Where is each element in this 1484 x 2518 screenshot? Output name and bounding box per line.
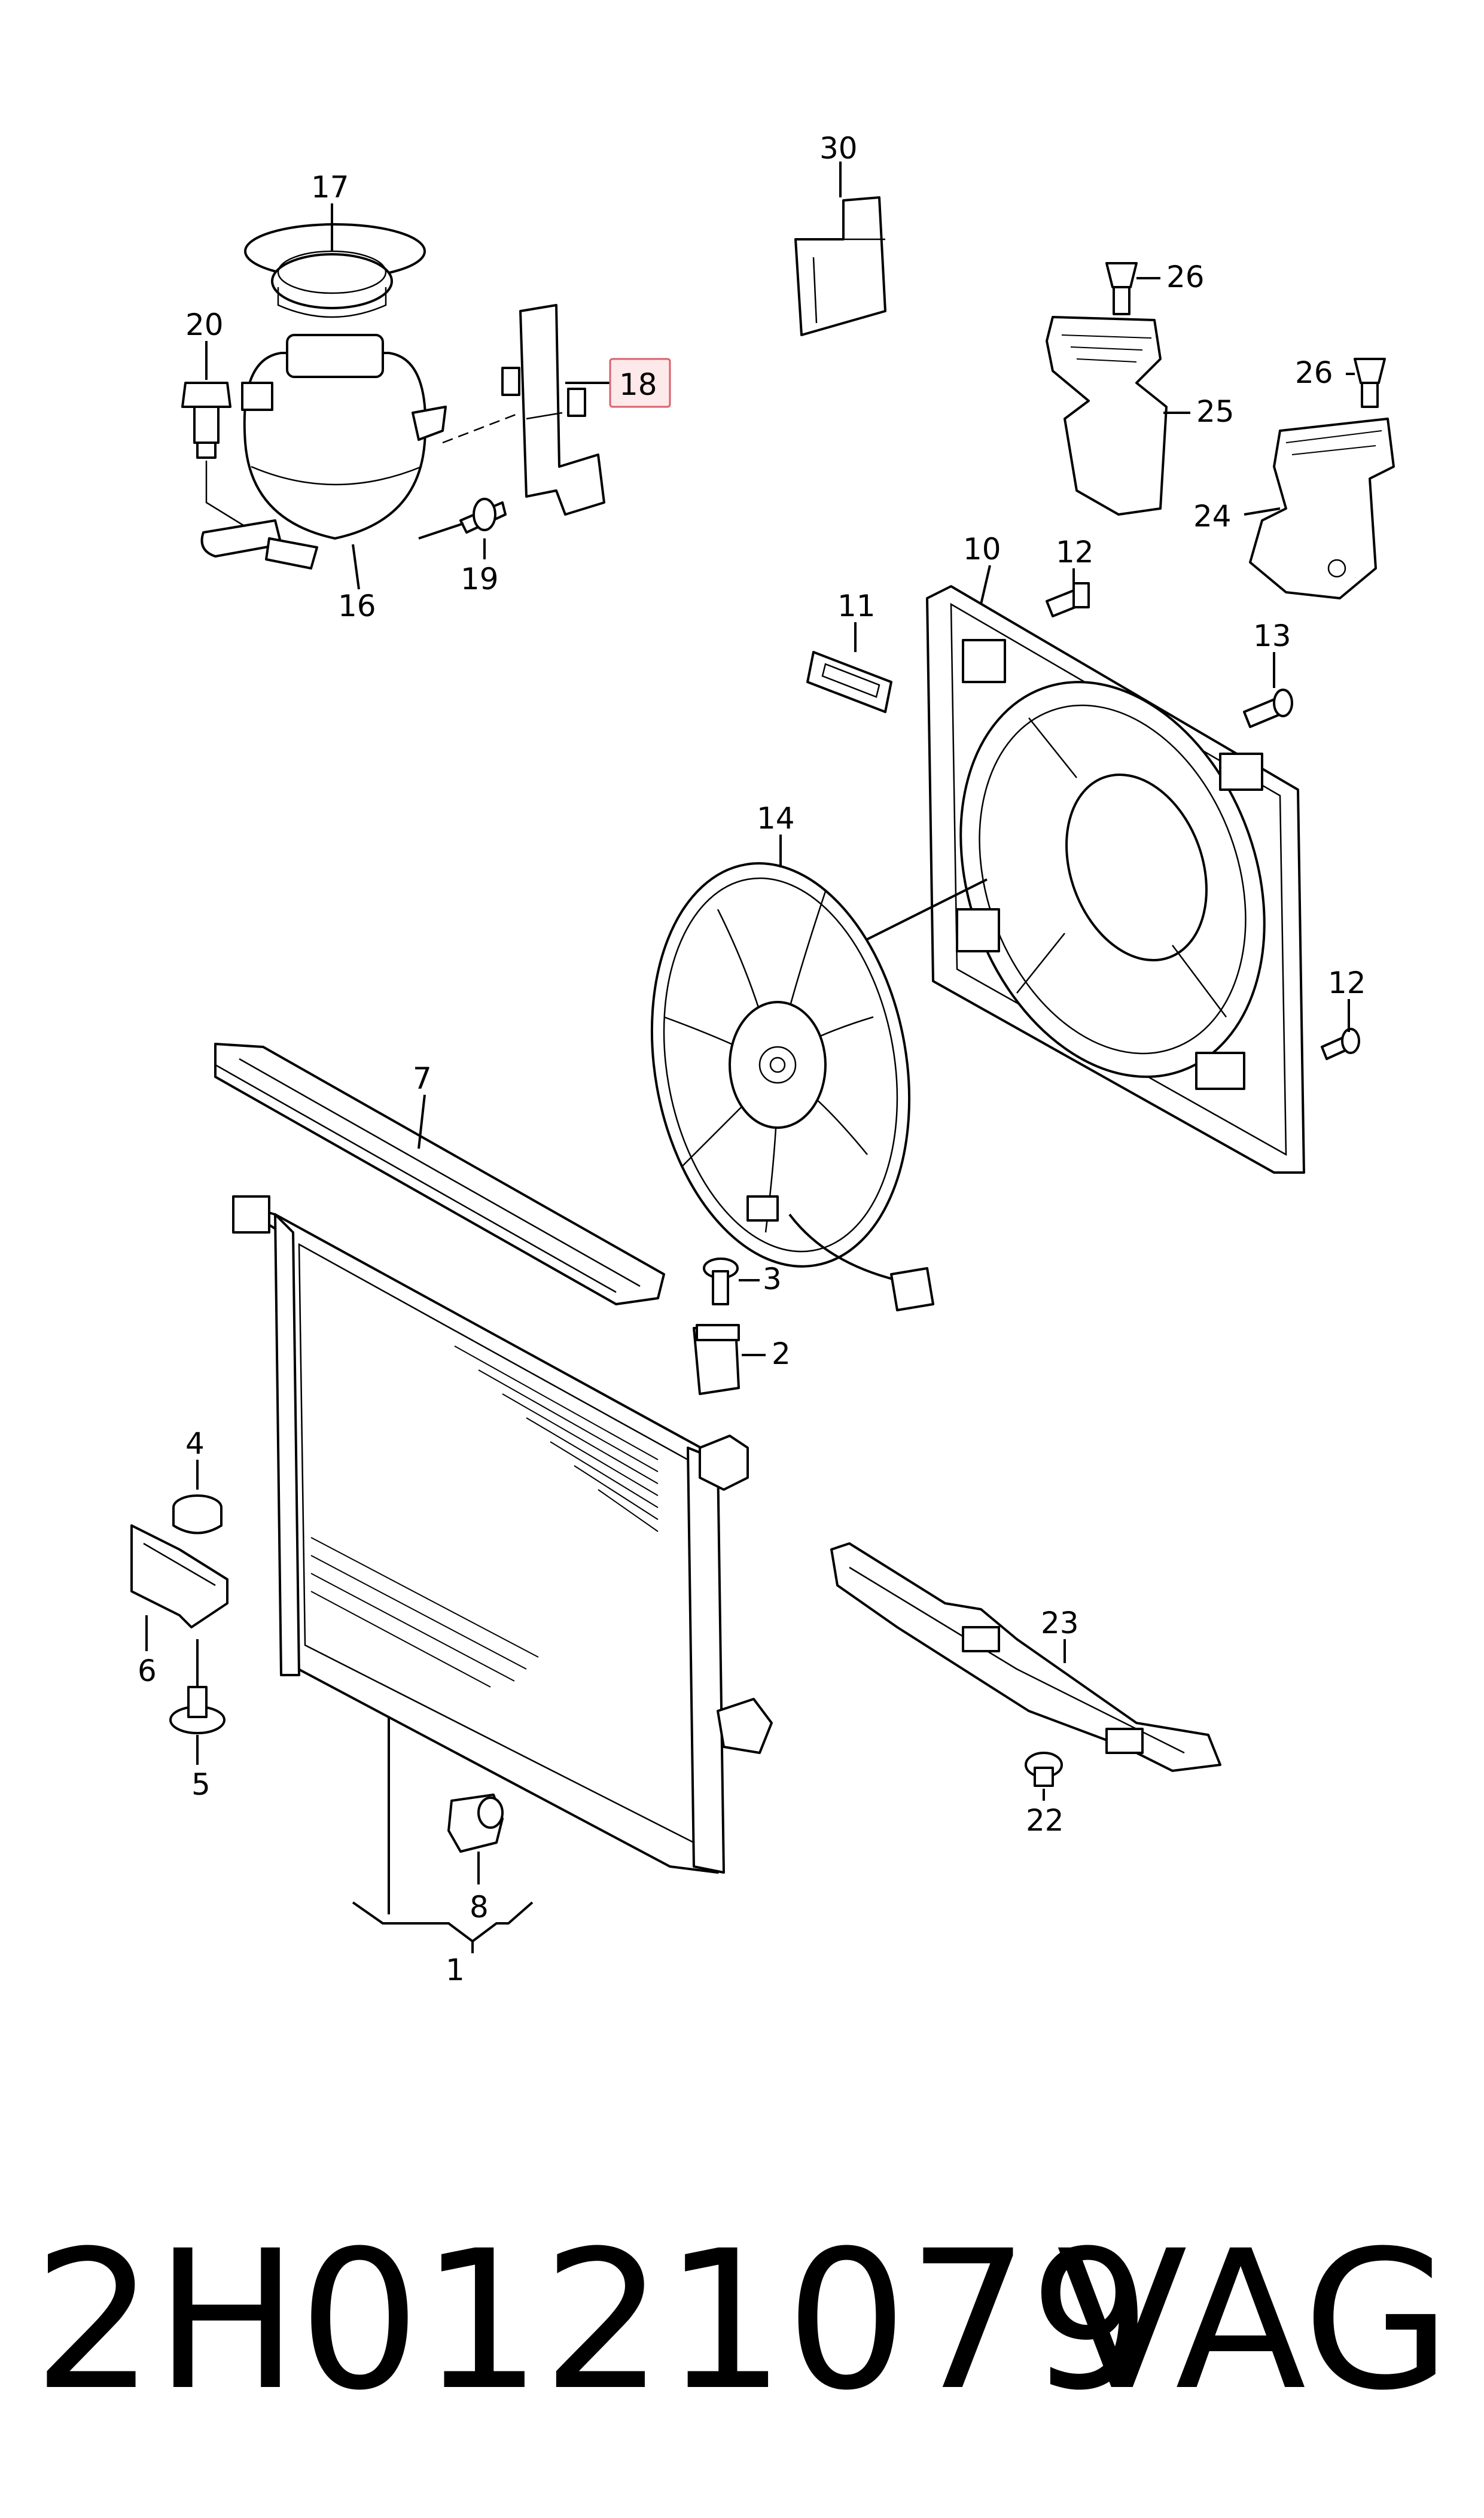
callout-24: 24 (1193, 499, 1232, 534)
bushing-4 (172, 1494, 223, 1534)
callout-17: 17 (311, 170, 349, 205)
highlight-box-18 (609, 358, 671, 408)
part-number: 2H0121079 (33, 2210, 1151, 2432)
cooling-fan (650, 862, 934, 1311)
callout-20: 20 (185, 307, 224, 342)
callout-25: 25 (1196, 394, 1235, 429)
callout-30: 30 (819, 131, 858, 166)
callout-1: 1 (446, 1953, 465, 1987)
clip-26-right (1354, 358, 1386, 408)
rivet-19 (418, 498, 507, 540)
callout-6: 6 (138, 1654, 157, 1688)
callout-26b: 26 (1295, 355, 1333, 390)
callout-23: 23 (1041, 1606, 1079, 1640)
fan-shroud (926, 585, 1305, 1174)
callout-4: 4 (185, 1426, 205, 1461)
bolt-13 (1243, 689, 1293, 728)
callout-10: 10 (963, 532, 1001, 567)
air-guide-25 (1046, 316, 1168, 516)
leader-24 (1244, 507, 1281, 516)
bolt-20 (181, 382, 231, 459)
bolt-3 (703, 1258, 739, 1305)
callout-18: 18 (619, 367, 657, 402)
mount-2 (693, 1324, 740, 1395)
leader-14-axis (867, 878, 988, 940)
bolt-12-right (1321, 1028, 1360, 1060)
callout-16: 16 (338, 589, 376, 623)
callout-26a: 26 (1166, 260, 1205, 294)
bracket-6 (130, 1524, 228, 1628)
callout-5: 5 (191, 1767, 211, 1802)
callout-12b: 12 (1328, 966, 1366, 1000)
exploded-parts-diagram: 1 2 3 4 5 6 7 8 10 11 12 12 13 14 16 17 … (130, 131, 1395, 1987)
callout-12a: 12 (1056, 535, 1094, 570)
callout-8: 8 (470, 1890, 489, 1925)
callout-22: 22 (1026, 1803, 1064, 1838)
clip-26-top (1105, 262, 1138, 315)
callout-11: 11 (837, 589, 876, 623)
leader-20-b (205, 461, 246, 528)
brace-1 (352, 1901, 534, 1943)
leader-7 (418, 1094, 426, 1149)
mount-5 (169, 1686, 226, 1734)
tank-bracket (501, 304, 605, 516)
callout-14: 14 (757, 801, 795, 836)
plug-8 (447, 1794, 504, 1853)
brand-name: VAG (1056, 2210, 1451, 2432)
callout-3: 3 (763, 1262, 782, 1296)
callout-labels: 1 2 3 4 5 6 7 8 10 11 12 12 13 14 16 17 … (138, 131, 1366, 1987)
radiator (232, 1195, 773, 1874)
leader-16 (352, 544, 360, 590)
gasket-11 (806, 651, 892, 713)
air-guide-24 (1249, 418, 1395, 599)
bolt-12-top (1046, 582, 1090, 617)
footer: 2H0121079 VAG (0, 2213, 1484, 2429)
lower-trim-23 (830, 1542, 1221, 1772)
coolant-bottle (794, 196, 886, 336)
leader-10 (980, 565, 991, 605)
callout-13: 13 (1253, 619, 1291, 653)
leader-bracket-dash (442, 412, 521, 444)
tank-cap (271, 250, 393, 318)
callout-7: 7 (413, 1061, 432, 1096)
callout-2: 2 (772, 1336, 791, 1371)
seal-strip-7 (214, 1043, 665, 1305)
clip-22 (1025, 1752, 1063, 1787)
callout-19: 19 (461, 562, 499, 596)
